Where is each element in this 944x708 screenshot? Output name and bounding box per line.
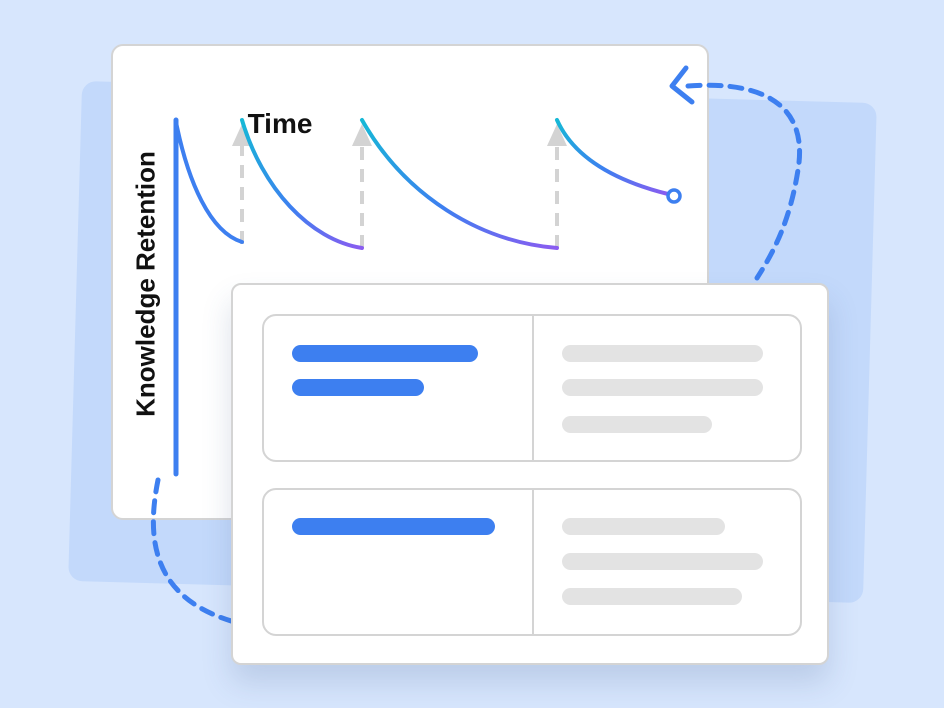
placeholder-bar-blue: [292, 379, 424, 396]
review-arrowhead-2: [352, 124, 372, 146]
column-divider: [532, 316, 534, 460]
retention-curve-4: [555, 118, 670, 196]
placeholder-bar-gray: [562, 345, 763, 362]
retention-curve-3: [360, 118, 559, 250]
retention-curve-2: [240, 118, 364, 250]
placeholder-bar-blue: [292, 345, 478, 362]
placeholder-bar-gray: [562, 553, 763, 570]
comparison-table-card: [231, 283, 829, 665]
cycle-arrows-icon: [150, 82, 802, 631]
placeholder-bar-gray: [562, 518, 725, 535]
placeholder-bar-gray: [562, 416, 712, 433]
placeholder-bar-gray: [562, 588, 742, 605]
column-divider: [532, 490, 534, 634]
table-row: [262, 314, 802, 462]
x-axis-label: Time: [247, 108, 313, 139]
curve-endpoint-marker: [666, 188, 682, 204]
placeholder-bar-blue: [292, 518, 495, 535]
review-arrowhead-3: [547, 124, 567, 146]
chevron-left-icon: [669, 65, 695, 105]
review-arrows: [240, 140, 559, 248]
retention-curves: [174, 118, 670, 250]
dashed-curved-arrow-icon: [150, 477, 265, 631]
table-row: [262, 488, 802, 636]
review-arrowheads: [232, 124, 567, 146]
placeholder-bar-gray: [562, 379, 763, 396]
retention-curve-1: [174, 120, 244, 244]
dashed-curved-arrow-icon: [685, 82, 802, 281]
